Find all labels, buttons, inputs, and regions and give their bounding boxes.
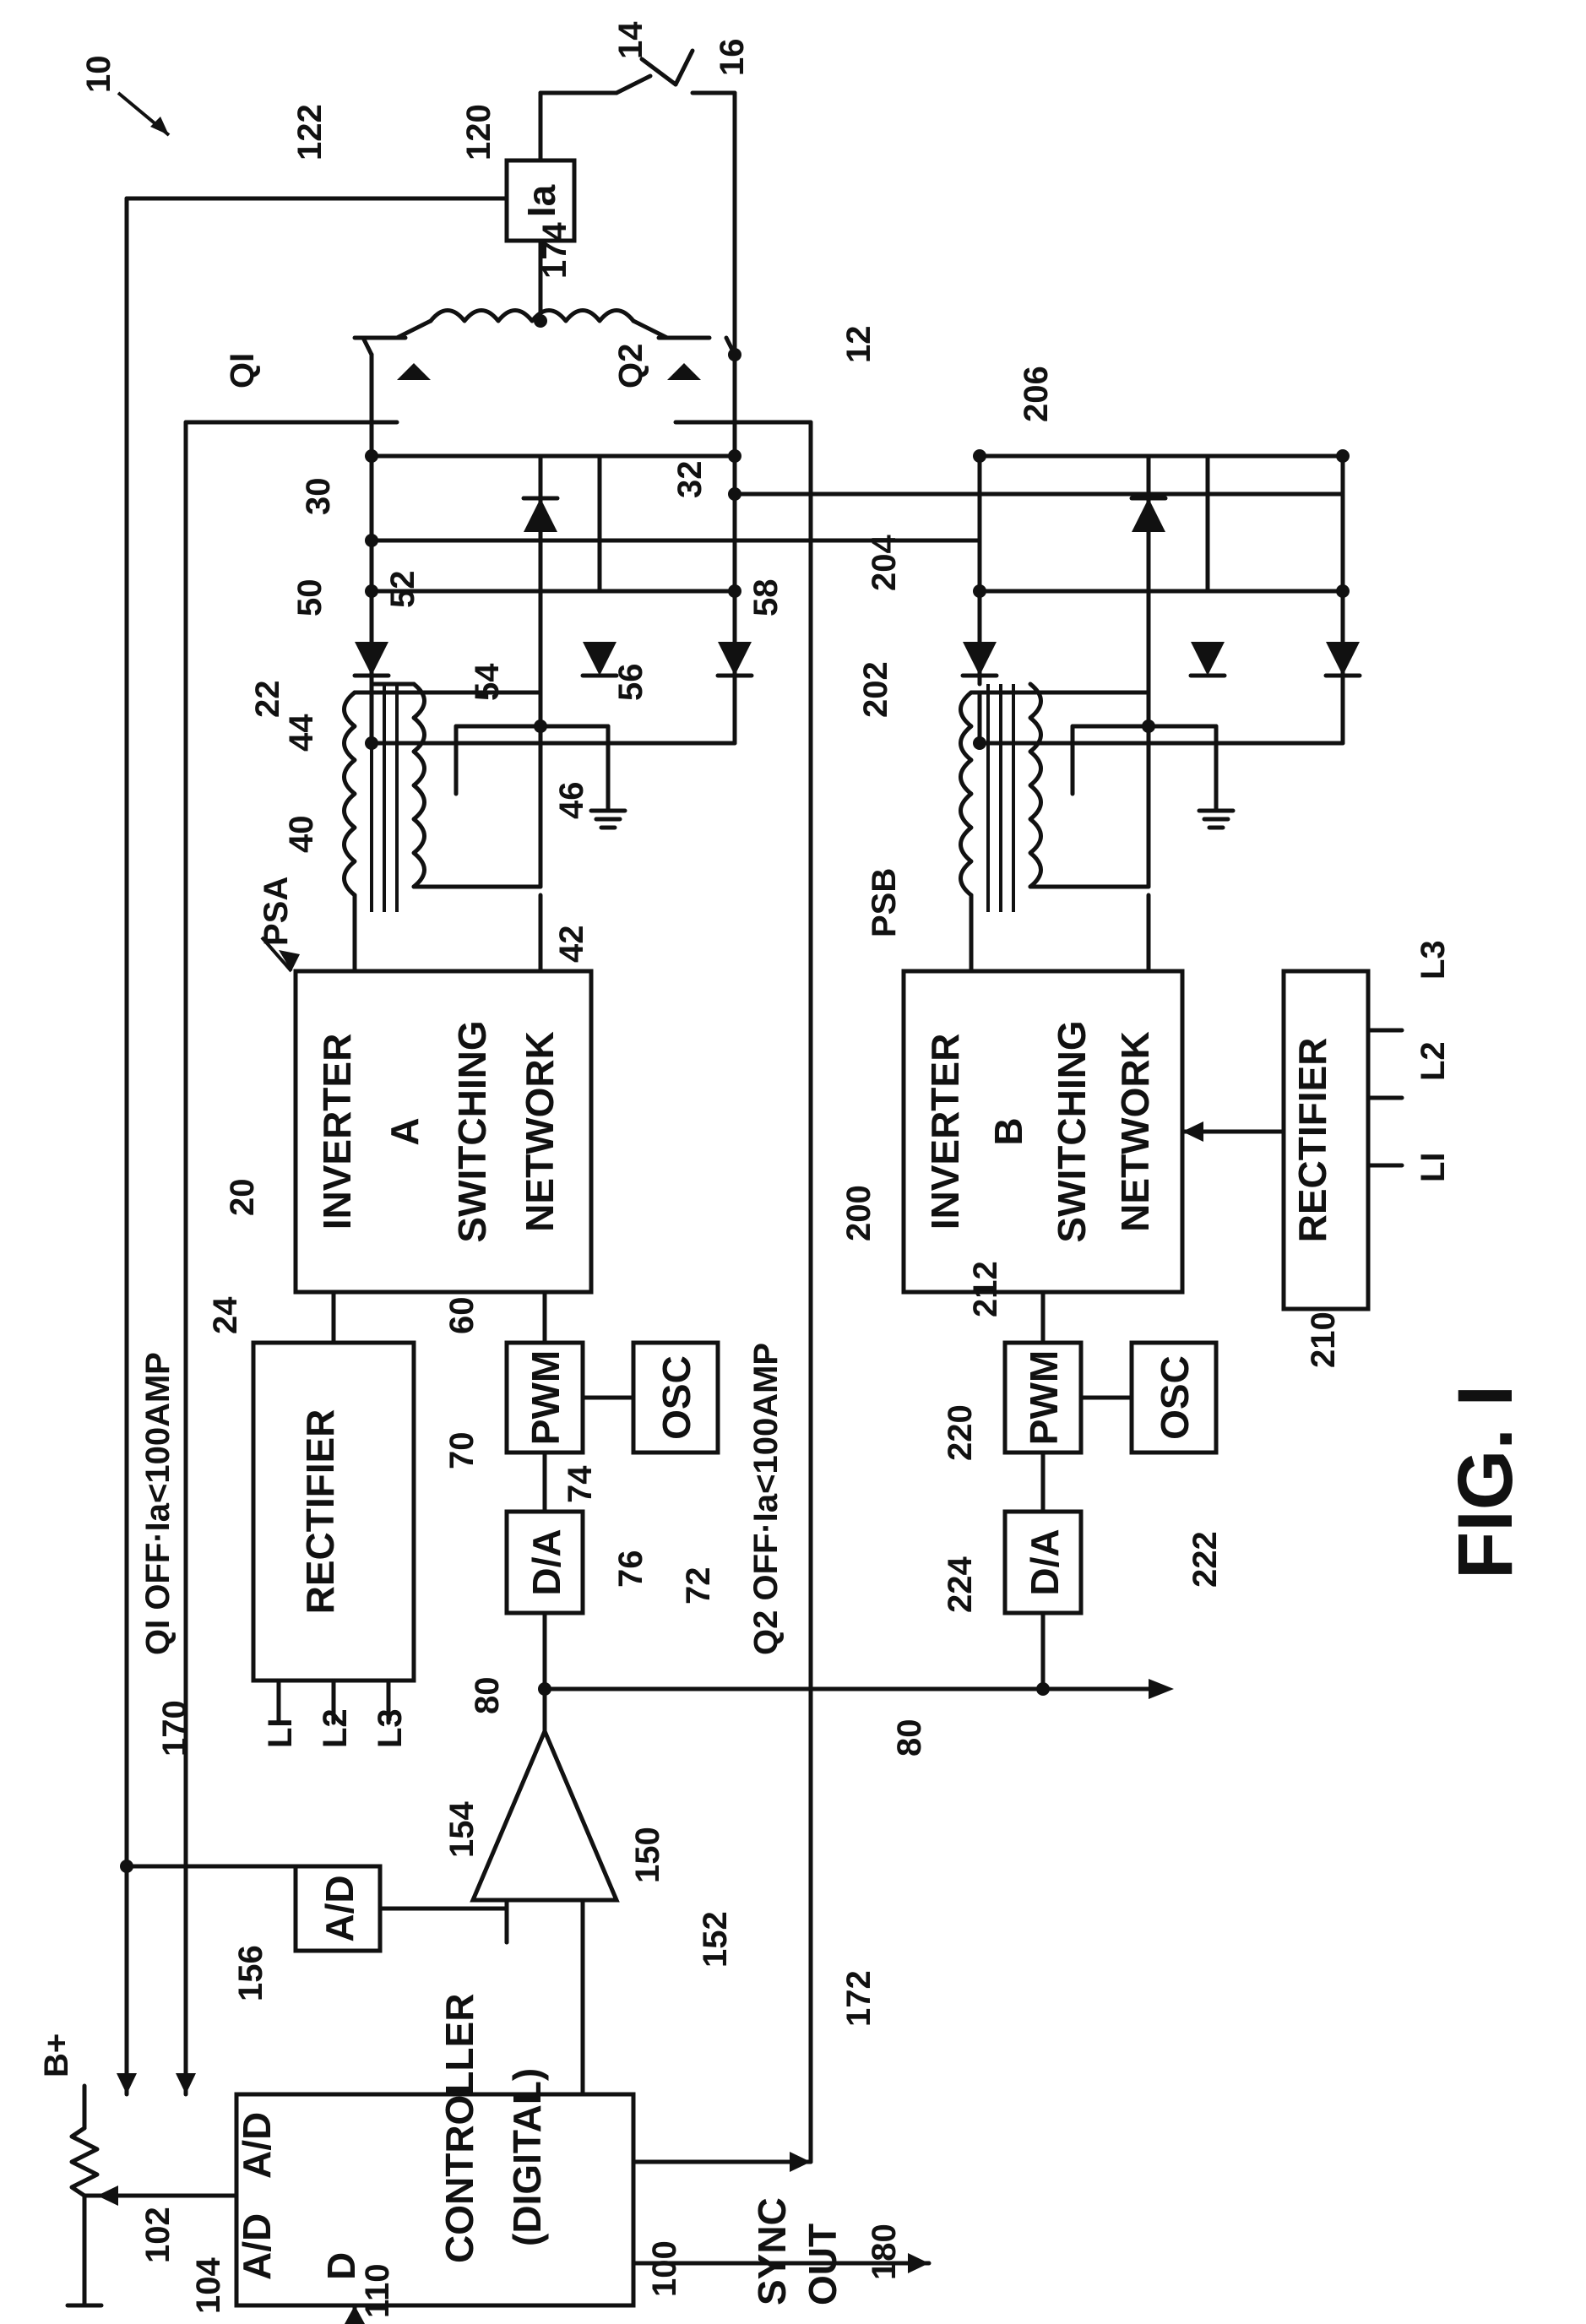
label-q1: QI	[224, 353, 261, 388]
controller-line1: CONTROLLER	[437, 1994, 481, 2263]
ref-202: 202	[857, 661, 894, 718]
controller-ad1: A/D	[235, 2213, 279, 2280]
ref-52: 52	[384, 571, 421, 609]
ref-74: 74	[562, 1465, 599, 1503]
controller-line2: (DIGITAL)	[505, 2068, 549, 2246]
ref-122: 122	[291, 104, 329, 160]
ref-120: 120	[460, 104, 497, 160]
ref-76: 76	[612, 1550, 649, 1588]
label-bplus: B+	[38, 2033, 75, 2077]
ref-80-bus: 80	[891, 1719, 928, 1757]
inverter-b-line1: INVERTER	[923, 1034, 967, 1230]
da-b-label: D/A	[1023, 1529, 1067, 1595]
annotation-q1-off: QI OFF·Ia<100AMP	[139, 1352, 177, 1655]
line-l1-b: LI	[1415, 1152, 1452, 1182]
line-l3-a: L3	[372, 1708, 409, 1748]
sync-out-line2: OUT	[801, 2224, 845, 2305]
ref-200: 200	[840, 1185, 877, 1241]
power-supply-a: INVERTER A SWITCHING NETWORK 20 PSA 40 4…	[224, 355, 785, 1292]
ref-152: 152	[697, 1911, 734, 1968]
ref-14: 14	[612, 21, 649, 59]
inverter-a-line4: NETWORK	[518, 1031, 562, 1232]
ref-80: 80	[469, 1677, 506, 1715]
ref-204: 204	[866, 535, 903, 591]
controller-block	[236, 2094, 633, 2305]
ref-46: 46	[553, 782, 590, 820]
ref-170: 170	[156, 1700, 193, 1757]
current-sensor-label: Ia	[519, 184, 563, 217]
line-l3-b: L3	[1415, 940, 1452, 980]
ref-42: 42	[553, 926, 590, 964]
ref-60: 60	[443, 1297, 481, 1335]
inverter-b-line3: SWITCHING	[1050, 1020, 1094, 1242]
inverter-b-line2: B	[986, 1117, 1030, 1145]
ref-220: 220	[942, 1404, 979, 1461]
ref-58: 58	[747, 579, 785, 617]
ref-16: 16	[714, 39, 751, 77]
ref-10: 10	[80, 56, 117, 94]
ref-54: 54	[469, 663, 506, 701]
ref-102: 102	[139, 2207, 177, 2263]
output-stage: Ia	[127, 51, 741, 1866]
annotation-q2-off: Q2 OFF·Ia<100AMP	[747, 1343, 785, 1655]
ref-150: 150	[629, 1827, 666, 1883]
inverter-b-line4: NETWORK	[1113, 1031, 1157, 1232]
ref-100: 100	[646, 2240, 683, 2297]
ref-72: 72	[680, 1567, 717, 1605]
ref-70: 70	[443, 1432, 481, 1470]
label-psb: PSB	[866, 868, 903, 937]
ref-24: 24	[207, 1296, 244, 1334]
ref-12: 12	[840, 326, 877, 364]
ref-180: 180	[866, 2224, 903, 2280]
label-psa: PSA	[258, 877, 295, 946]
line-l2-b: L2	[1415, 1041, 1452, 1081]
ref-224: 224	[942, 1556, 979, 1613]
ref-206: 206	[1018, 366, 1055, 422]
controller-ad2: A/D	[235, 2112, 279, 2179]
controller-d: D	[319, 2252, 363, 2280]
control-chain-a: RECTIFIER 24 LI L2 L3 PWM 60 70 OSC 72 7…	[120, 1292, 1174, 2094]
da-a-label: D/A	[524, 1529, 568, 1595]
ref-172: 172	[840, 1970, 877, 2027]
line-l2-a: L2	[317, 1708, 354, 1748]
sync-out-line1: SYNC	[750, 2197, 794, 2305]
osc-b-label: OSC	[1153, 1355, 1197, 1440]
amplifier-150	[473, 1731, 616, 1900]
label-q2: Q2	[612, 344, 649, 388]
ref-174: 174	[536, 222, 573, 279]
figure-caption: FIG. I	[1442, 1385, 1529, 1579]
ref-222: 222	[1187, 1531, 1224, 1588]
pwm-a-label: PWM	[524, 1350, 568, 1445]
ref-32: 32	[671, 461, 709, 499]
inverter-a-line3: SWITCHING	[450, 1020, 494, 1242]
osc-a-label: OSC	[654, 1355, 698, 1440]
rectifier-a-label: RECTIFIER	[298, 1409, 342, 1615]
power-supply-b: INVERTER B SWITCHING NETWORK 200 PSB	[365, 366, 1452, 1696]
line-l1-a: LI	[262, 1718, 299, 1748]
ref-210: 210	[1305, 1311, 1342, 1368]
ref-44: 44	[283, 714, 320, 752]
ref-104: 104	[190, 2257, 227, 2314]
ref-212: 212	[967, 1261, 1004, 1317]
rectifier-b-label: RECTIFIER	[1290, 1038, 1334, 1243]
ref-56: 56	[612, 664, 649, 702]
ref-154: 154	[443, 1801, 481, 1858]
inverter-a-line2: A	[383, 1117, 426, 1145]
ref-22: 22	[249, 681, 286, 719]
ref-50: 50	[291, 579, 329, 617]
ad-label: A/D	[318, 1875, 361, 1941]
ref-20: 20	[224, 1179, 261, 1217]
ref-40: 40	[283, 816, 320, 854]
ref-30: 30	[300, 478, 337, 516]
ref-110: 110	[359, 2263, 396, 2318]
pwm-b-label: PWM	[1022, 1350, 1066, 1445]
inverter-a-line1: INVERTER	[315, 1034, 359, 1230]
ref-156: 156	[232, 1945, 269, 2001]
